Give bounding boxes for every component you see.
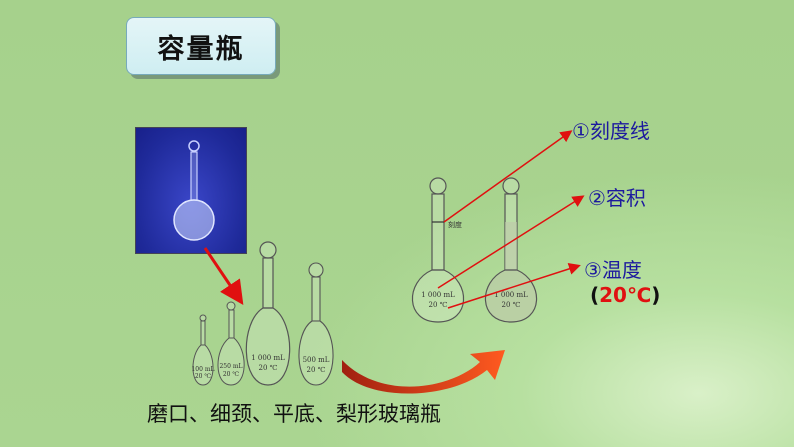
- mark-text: 刻度: [448, 220, 462, 229]
- pointer-temperature: [447, 263, 581, 309]
- flask-a-temp: 20 ℃: [429, 301, 448, 309]
- photo-arrow: [203, 247, 244, 305]
- flask-diagram-a: [411, 177, 465, 323]
- label-volume: ②容积: [588, 186, 646, 210]
- flask-a-volume: 1 000 mL: [421, 291, 455, 299]
- flask-250ml-temp: 20 ℃: [223, 371, 240, 378]
- flask-1000ml-temp: 20 ℃: [259, 364, 278, 372]
- title-box: 容量瓶: [126, 17, 276, 75]
- temperature-paren-close: ): [651, 283, 661, 307]
- caption: 磨口、细颈、平底、梨形玻璃瓶: [147, 402, 441, 426]
- temperature-value: (20℃): [590, 283, 660, 307]
- label-scale-line: ①刻度线: [572, 119, 650, 143]
- flask-100ml-temp: 20 ℃: [195, 373, 212, 380]
- flask-1000ml-label: 1 000 mL: [251, 354, 285, 362]
- flask-b-volume: 1 000 mL: [494, 291, 528, 299]
- pointer-scale-line: [443, 130, 573, 223]
- flask-100ml: [192, 314, 214, 386]
- flask-b-temp: 20 ℃: [502, 301, 521, 309]
- flask-250ml-label: 250 mL: [219, 363, 242, 370]
- flask-100ml-label: 100 mL: [191, 366, 214, 373]
- flask-photo-icon: [173, 140, 215, 241]
- pointer-volume: [437, 195, 585, 289]
- temperature-number: 20℃: [599, 283, 652, 307]
- flask-500ml-label: 500 mL: [303, 356, 330, 364]
- temperature-paren-open: (: [590, 283, 600, 307]
- flask-500ml-temp: 20 ℃: [307, 366, 326, 374]
- flask-500ml: [298, 262, 334, 386]
- curved-arrow-icon: [342, 350, 505, 394]
- flask-250ml: [217, 301, 245, 386]
- page-title: 容量瓶: [157, 33, 245, 65]
- label-temperature: ③温度: [584, 258, 642, 282]
- flask-photo: [135, 127, 247, 254]
- flask-1000ml: [245, 241, 291, 386]
